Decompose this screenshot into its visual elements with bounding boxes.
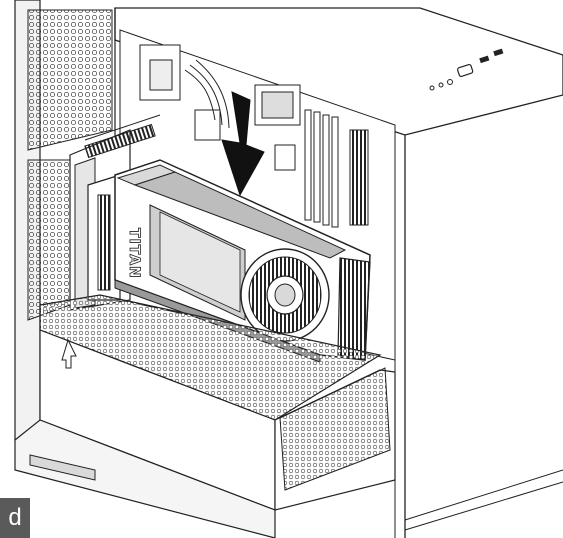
airflow-arrow-icon bbox=[61, 338, 77, 369]
power-button-icon bbox=[457, 63, 474, 77]
arrow-down-icon bbox=[221, 91, 265, 197]
step-label-badge: d bbox=[0, 498, 30, 538]
cable-bundle bbox=[184, 59, 230, 129]
ram-slots bbox=[304, 109, 339, 228]
gpu-fan bbox=[240, 248, 330, 342]
psu-shroud bbox=[39, 294, 396, 511]
case-base bbox=[14, 419, 563, 538]
gpu-brand-label: TITAN bbox=[126, 228, 142, 279]
front-io-buttons bbox=[429, 48, 504, 91]
case-left-frame bbox=[14, 0, 116, 462]
